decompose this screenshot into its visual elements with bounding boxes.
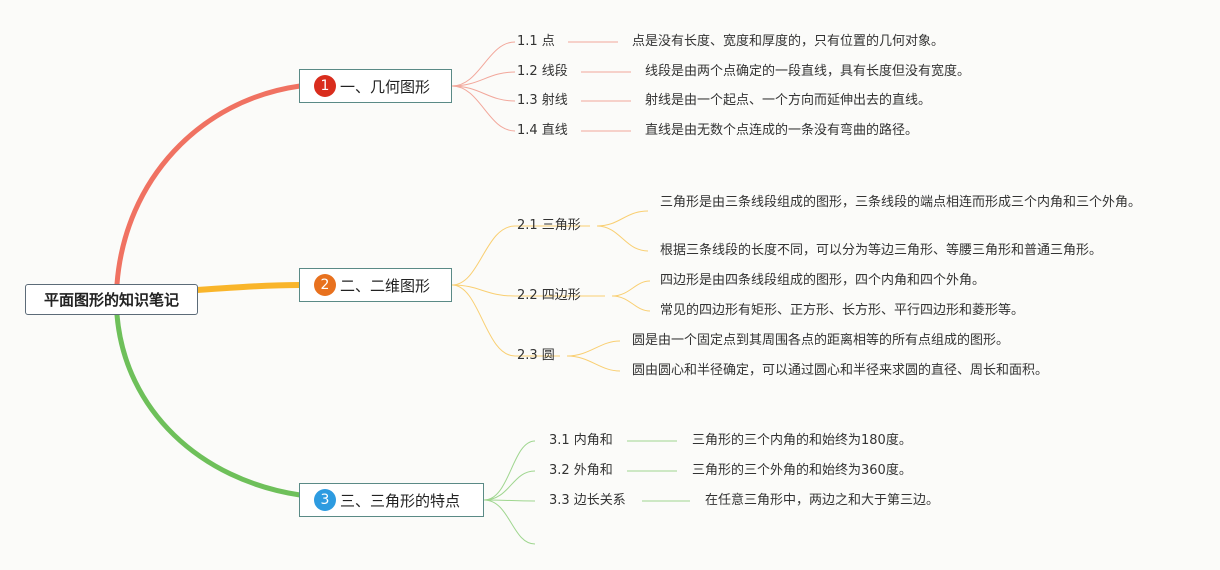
detail-2-1-a[interactable]: 三角形是由三条线段组成的图形，三条线段的端点相连而形成三个内角和三个外角。 — [660, 195, 1142, 210]
detail-3-1[interactable]: 三角形的三个内角的和始终为180度。 — [692, 433, 912, 448]
subtopic-1-4[interactable]: 1.4 直线 — [517, 123, 568, 138]
branch-node-3[interactable]: 3 三、三角形的特点 — [299, 483, 484, 517]
detail-1-4[interactable]: 直线是由无数个点连成的一条没有弯曲的路径。 — [645, 123, 919, 138]
branch-node-2[interactable]: 2 二、二维图形 — [299, 268, 452, 302]
subtopic-2-1[interactable]: 2.1 三角形 — [517, 218, 581, 233]
branch-1-connectors — [451, 41, 631, 132]
branch-label: 二、二维图形 — [340, 276, 431, 295]
detail-1-2[interactable]: 线段是由两个点确定的一段直线，具有长度但没有宽度。 — [645, 64, 971, 79]
detail-1-3[interactable]: 射线是由一个起点、一个方向而延伸出去的直线。 — [645, 93, 932, 108]
branch-3-connectors — [483, 440, 690, 545]
detail-2-2-b[interactable]: 常见的四边形有矩形、正方形、长方形、平行四边形和菱形等。 — [660, 303, 1025, 318]
number-badge-3: 3 — [314, 489, 336, 511]
subtopic-3-1[interactable]: 3.1 内角和 — [549, 433, 613, 448]
subtopic-1-1[interactable]: 1.1 点 — [517, 34, 555, 49]
root-topic[interactable]: 平面图形的知识笔记 — [25, 284, 198, 315]
detail-3-3[interactable]: 在任意三角形中，两边之和大于第三边。 — [705, 493, 940, 508]
number-badge-1: 1 — [314, 75, 336, 97]
branch-label: 三、三角形的特点 — [340, 491, 461, 510]
detail-2-2-a[interactable]: 四边形是由四条线段组成的图形，四个内角和四个外角。 — [660, 273, 986, 288]
branch-node-1[interactable]: 1 一、几何图形 — [299, 69, 452, 103]
detail-3-2[interactable]: 三角形的三个外角的和始终为360度。 — [692, 463, 912, 478]
subtopic-1-2[interactable]: 1.2 线段 — [517, 64, 568, 79]
detail-2-3-b[interactable]: 圆由圆心和半径确定，可以通过圆心和半径来求圆的直径、周长和面积。 — [632, 363, 1049, 378]
main-branch-1-line — [114, 83, 303, 287]
subtopic-2-2[interactable]: 2.2 四边形 — [517, 288, 581, 303]
main-branch-3-line — [114, 312, 303, 498]
detail-2-1-b[interactable]: 根据三条线段的长度不同，可以分为等边三角形、等腰三角形和普通三角形。 — [660, 243, 1103, 258]
branch-2-connectors — [451, 210, 651, 372]
main-branch-2-line — [196, 282, 301, 293]
branch-label: 一、几何图形 — [340, 77, 431, 96]
subtopic-3-2[interactable]: 3.2 外角和 — [549, 463, 613, 478]
subtopic-3-3[interactable]: 3.3 边长关系 — [549, 493, 626, 508]
detail-2-3-a[interactable]: 圆是由一个固定点到其周围各点的距离相等的所有点组成的图形。 — [632, 333, 1010, 348]
detail-1-1[interactable]: 点是没有长度、宽度和厚度的，只有位置的几何对象。 — [632, 34, 945, 49]
subtopic-1-3[interactable]: 1.3 射线 — [517, 93, 568, 108]
number-badge-2: 2 — [314, 274, 336, 296]
subtopic-2-3[interactable]: 2.3 圆 — [517, 348, 555, 363]
